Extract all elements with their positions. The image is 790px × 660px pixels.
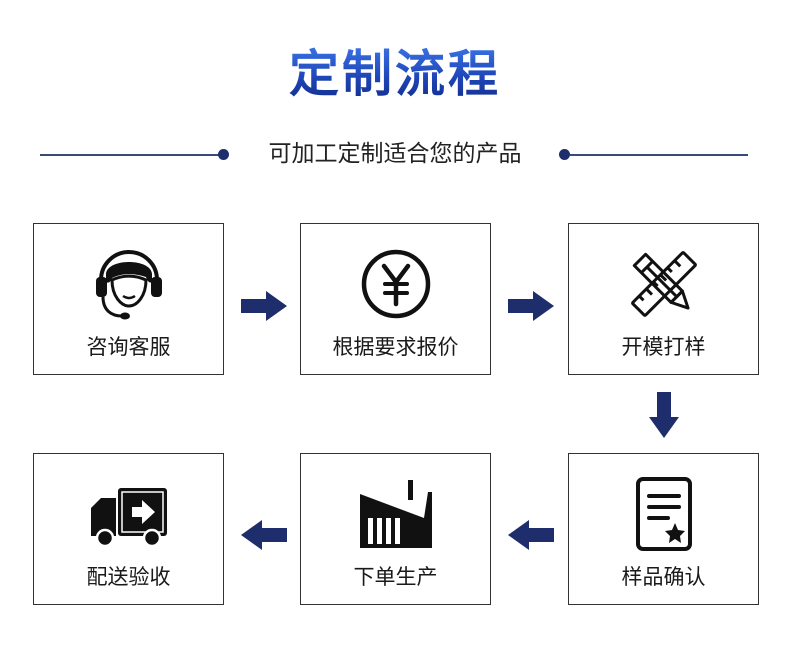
step-box-quote: 根据要求报价: [300, 223, 491, 375]
step-label: 根据要求报价: [332, 335, 459, 359]
divider-dot-left: [218, 149, 229, 160]
step-label: 样品确认: [621, 565, 706, 589]
page-subtitle: 可加工定制适合您的产品: [268, 141, 522, 167]
step-label: 开模打样: [621, 335, 706, 359]
arrow-right-icon: [241, 290, 287, 322]
step-box-prototype: 开模打样: [568, 223, 759, 375]
factory-icon: [356, 474, 436, 554]
divider-line-left: [40, 154, 222, 156]
page-title: 定制流程: [0, 42, 790, 106]
arrow-left-icon: [241, 519, 287, 551]
divider-dot-right: [559, 149, 570, 160]
arrow-left-icon: [508, 519, 554, 551]
ruler-pencil-icon: [624, 244, 704, 324]
step-box-consult: 咨询客服: [33, 223, 224, 375]
divider-line-right: [570, 154, 748, 156]
delivery-truck-icon: [89, 474, 169, 554]
step-box-sample-confirm: 样品确认: [568, 453, 759, 605]
step-label: 下单生产: [353, 565, 438, 589]
step-label: 咨询客服: [86, 335, 171, 359]
step-box-delivery: 配送验收: [33, 453, 224, 605]
document-star-icon: [624, 474, 704, 554]
arrow-down-icon: [648, 392, 680, 438]
customer-service-headset-icon: [89, 244, 169, 324]
arrow-right-icon: [508, 290, 554, 322]
step-label: 配送验收: [86, 565, 171, 589]
step-box-production: 下单生产: [300, 453, 491, 605]
yuan-coin-icon: [356, 244, 436, 324]
